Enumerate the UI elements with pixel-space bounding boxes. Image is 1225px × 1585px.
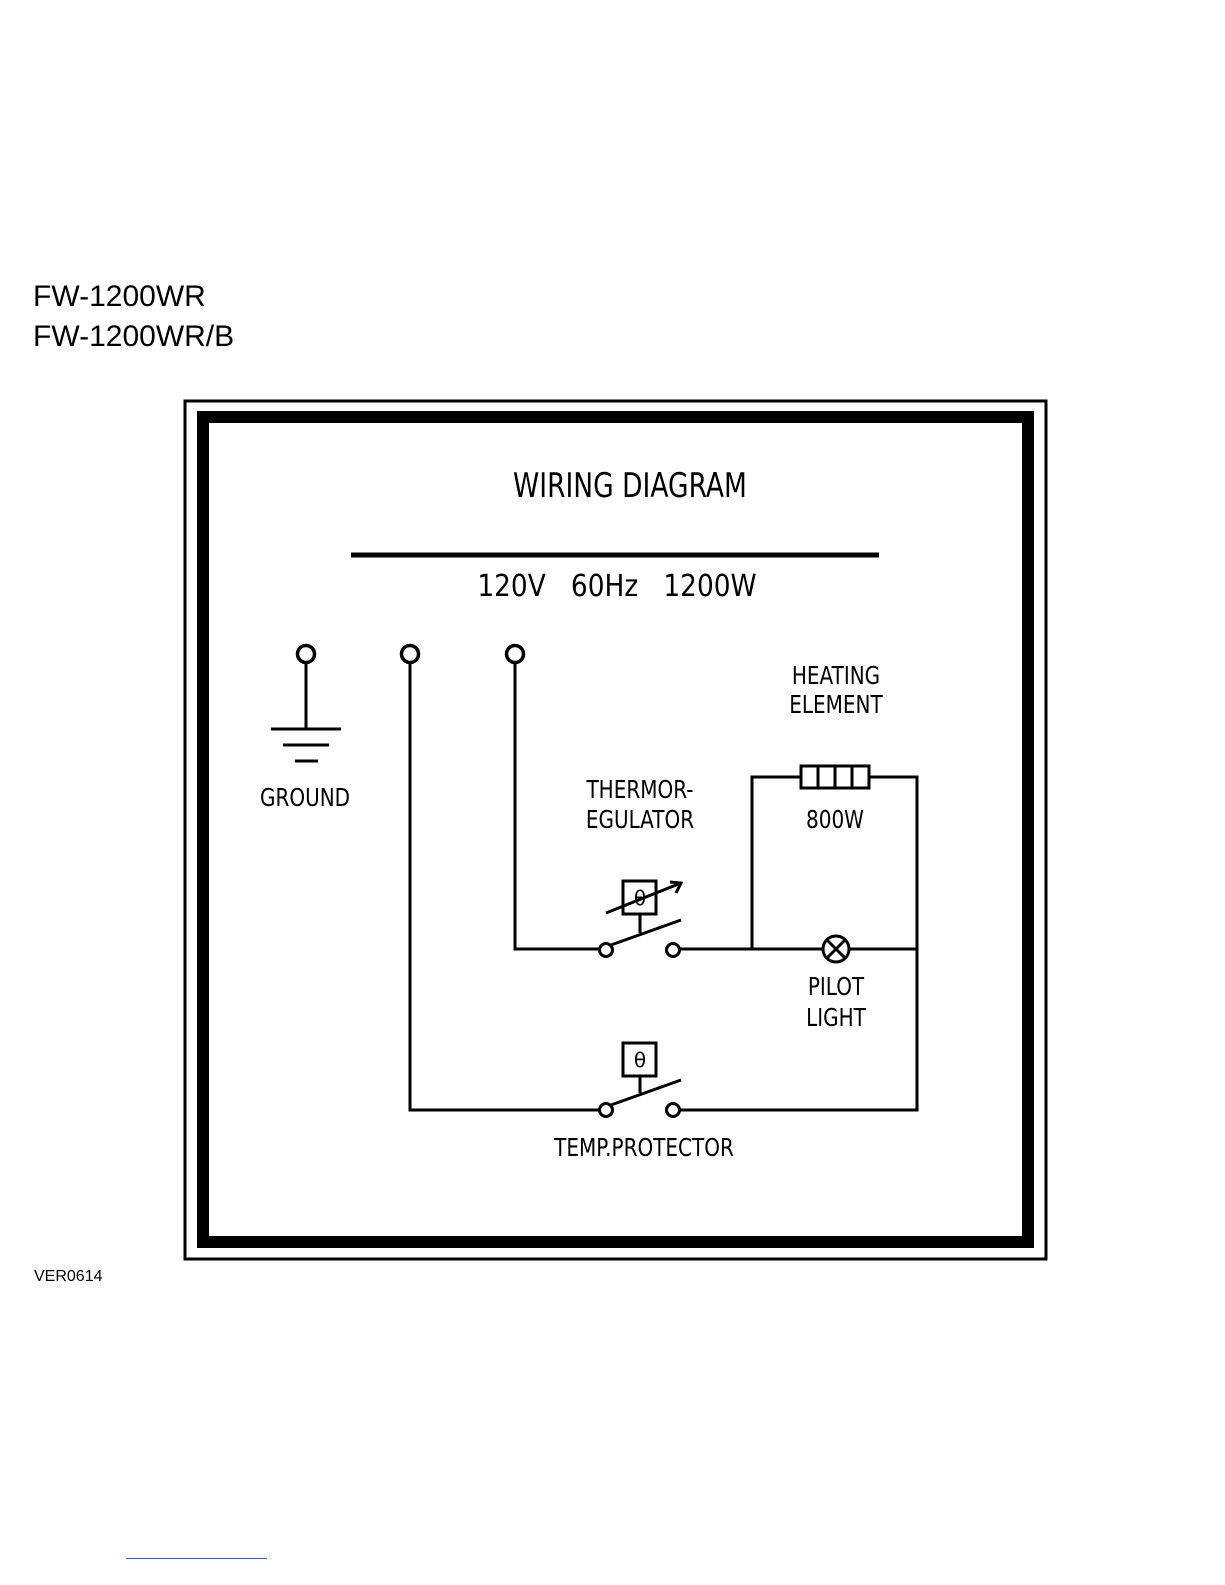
temp-protector-label: TEMP.PROTECTOR: [553, 1134, 734, 1163]
thermoregulator-symbol: θ: [634, 886, 646, 910]
ground-icon: [271, 663, 341, 761]
rating-label: 120V 60Hz 1200W: [477, 568, 756, 603]
neutral-terminal: [402, 646, 419, 663]
thermoregulator-label-2: EGULATOR: [586, 806, 695, 835]
pilot-light-label-2: LIGHT: [806, 1004, 866, 1033]
wiring-lines: [410, 663, 917, 1110]
heating-power-label: 800W: [806, 806, 864, 835]
diagram-title: WIRING DIAGRAM: [513, 467, 747, 506]
pilot-light-icon: [823, 936, 849, 962]
pilot-light-label-1: PILOT: [808, 973, 864, 1002]
thermoregulator-label-1: THERMOR-: [586, 776, 694, 805]
heating-element-icon: [801, 766, 869, 788]
temp-protector-symbol: θ: [634, 1048, 646, 1072]
ground-label: GROUND: [260, 784, 350, 813]
version-code: VER0614: [34, 1268, 103, 1286]
heating-element-label-1: HEATING: [792, 662, 880, 691]
heating-element-label-2: ELEMENT: [789, 691, 883, 720]
ground-terminal: [298, 646, 315, 663]
footer-rule: [126, 1558, 267, 1559]
line-terminal: [507, 646, 524, 663]
